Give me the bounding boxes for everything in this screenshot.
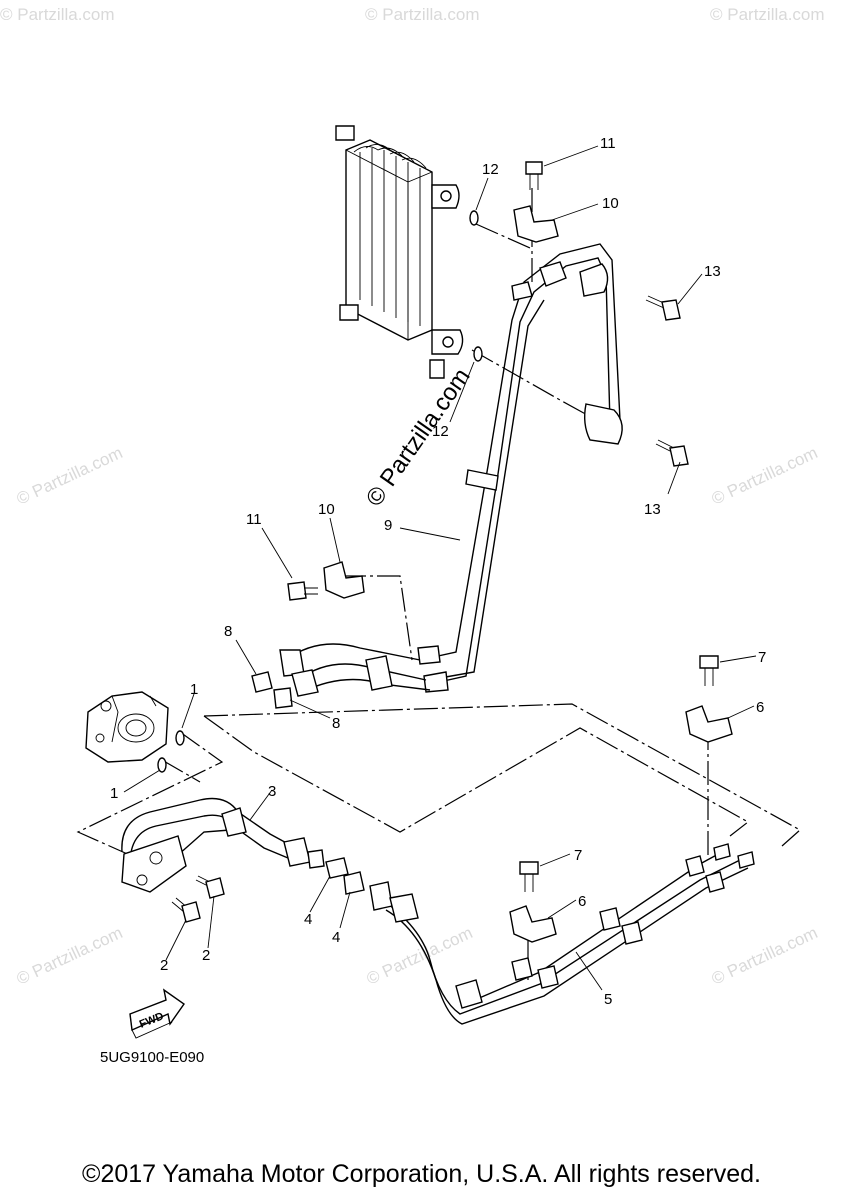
watermark-faint: © Partzilla.com <box>0 5 115 24</box>
callout-6: 6 <box>578 893 586 910</box>
callout-3: 3 <box>268 783 276 800</box>
callout-4: 4 <box>332 929 340 946</box>
bolts-2 <box>171 875 225 923</box>
callout-1: 1 <box>110 785 118 802</box>
watermark-faint: © Partzilla.com <box>365 5 480 24</box>
oil-hose-lower-8 <box>251 643 431 709</box>
callout-6: 6 <box>756 699 764 716</box>
watermark-faint: © Partzilla.com <box>14 443 126 509</box>
bolts-13 <box>645 295 689 467</box>
bolts-7 <box>519 655 719 892</box>
callout-12: 12 <box>482 161 499 178</box>
oil-hose-9 <box>417 243 623 693</box>
leader-lines <box>123 145 757 991</box>
callout-2: 2 <box>202 947 210 964</box>
o-rings-12 <box>469 210 483 362</box>
callout-10: 10 <box>602 195 619 212</box>
callout-8: 8 <box>332 715 340 732</box>
bolts-11 <box>287 161 543 601</box>
callout-10: 10 <box>318 501 335 518</box>
callout-12: 12 <box>432 423 449 440</box>
clamps-10 <box>323 205 559 599</box>
faint-watermarks: © Partzilla.com © Partzilla.com © Partzi… <box>0 5 825 989</box>
watermark-main: © Partzilla.com <box>361 363 476 511</box>
watermark-faint: © Partzilla.com <box>364 923 476 989</box>
callout-9: 9 <box>384 517 392 534</box>
clamps-6 <box>509 705 733 943</box>
callout-13: 13 <box>644 501 661 518</box>
callout-5: 5 <box>604 991 612 1008</box>
oil-pump-housing <box>85 691 169 763</box>
callout-11: 11 <box>600 135 616 152</box>
oil-hose-3 <box>121 797 325 893</box>
diagram-code: 5UG9100-E090 <box>100 1049 204 1066</box>
callout-2: 2 <box>160 957 168 974</box>
callout-numbers: 11 12 10 13 12 13 9 11 10 8 8 1 1 3 4 4 … <box>110 135 766 1008</box>
callout-13: 13 <box>704 263 721 280</box>
watermark-faint: © Partzilla.com <box>709 443 821 509</box>
o-rings-1 <box>157 730 185 773</box>
callout-7: 7 <box>758 649 766 666</box>
oil-hose-5 <box>369 843 755 1025</box>
callout-7: 7 <box>574 847 582 864</box>
watermark-faint: © Partzilla.com <box>14 923 126 989</box>
callout-1: 1 <box>190 681 198 698</box>
fwd-arrow: FWD <box>129 988 185 1039</box>
callout-4: 4 <box>304 911 312 928</box>
watermark-faint: © Partzilla.com <box>710 5 825 24</box>
watermark-faint: © Partzilla.com <box>709 923 821 989</box>
callout-11: 11 <box>246 511 262 528</box>
copyright-notice: ©2017 Yamaha Motor Corporation, U.S.A. A… <box>82 1160 761 1188</box>
callout-8: 8 <box>224 623 232 640</box>
hose-clamps-4 <box>325 857 365 895</box>
oil-cooler-radiator <box>335 125 464 379</box>
